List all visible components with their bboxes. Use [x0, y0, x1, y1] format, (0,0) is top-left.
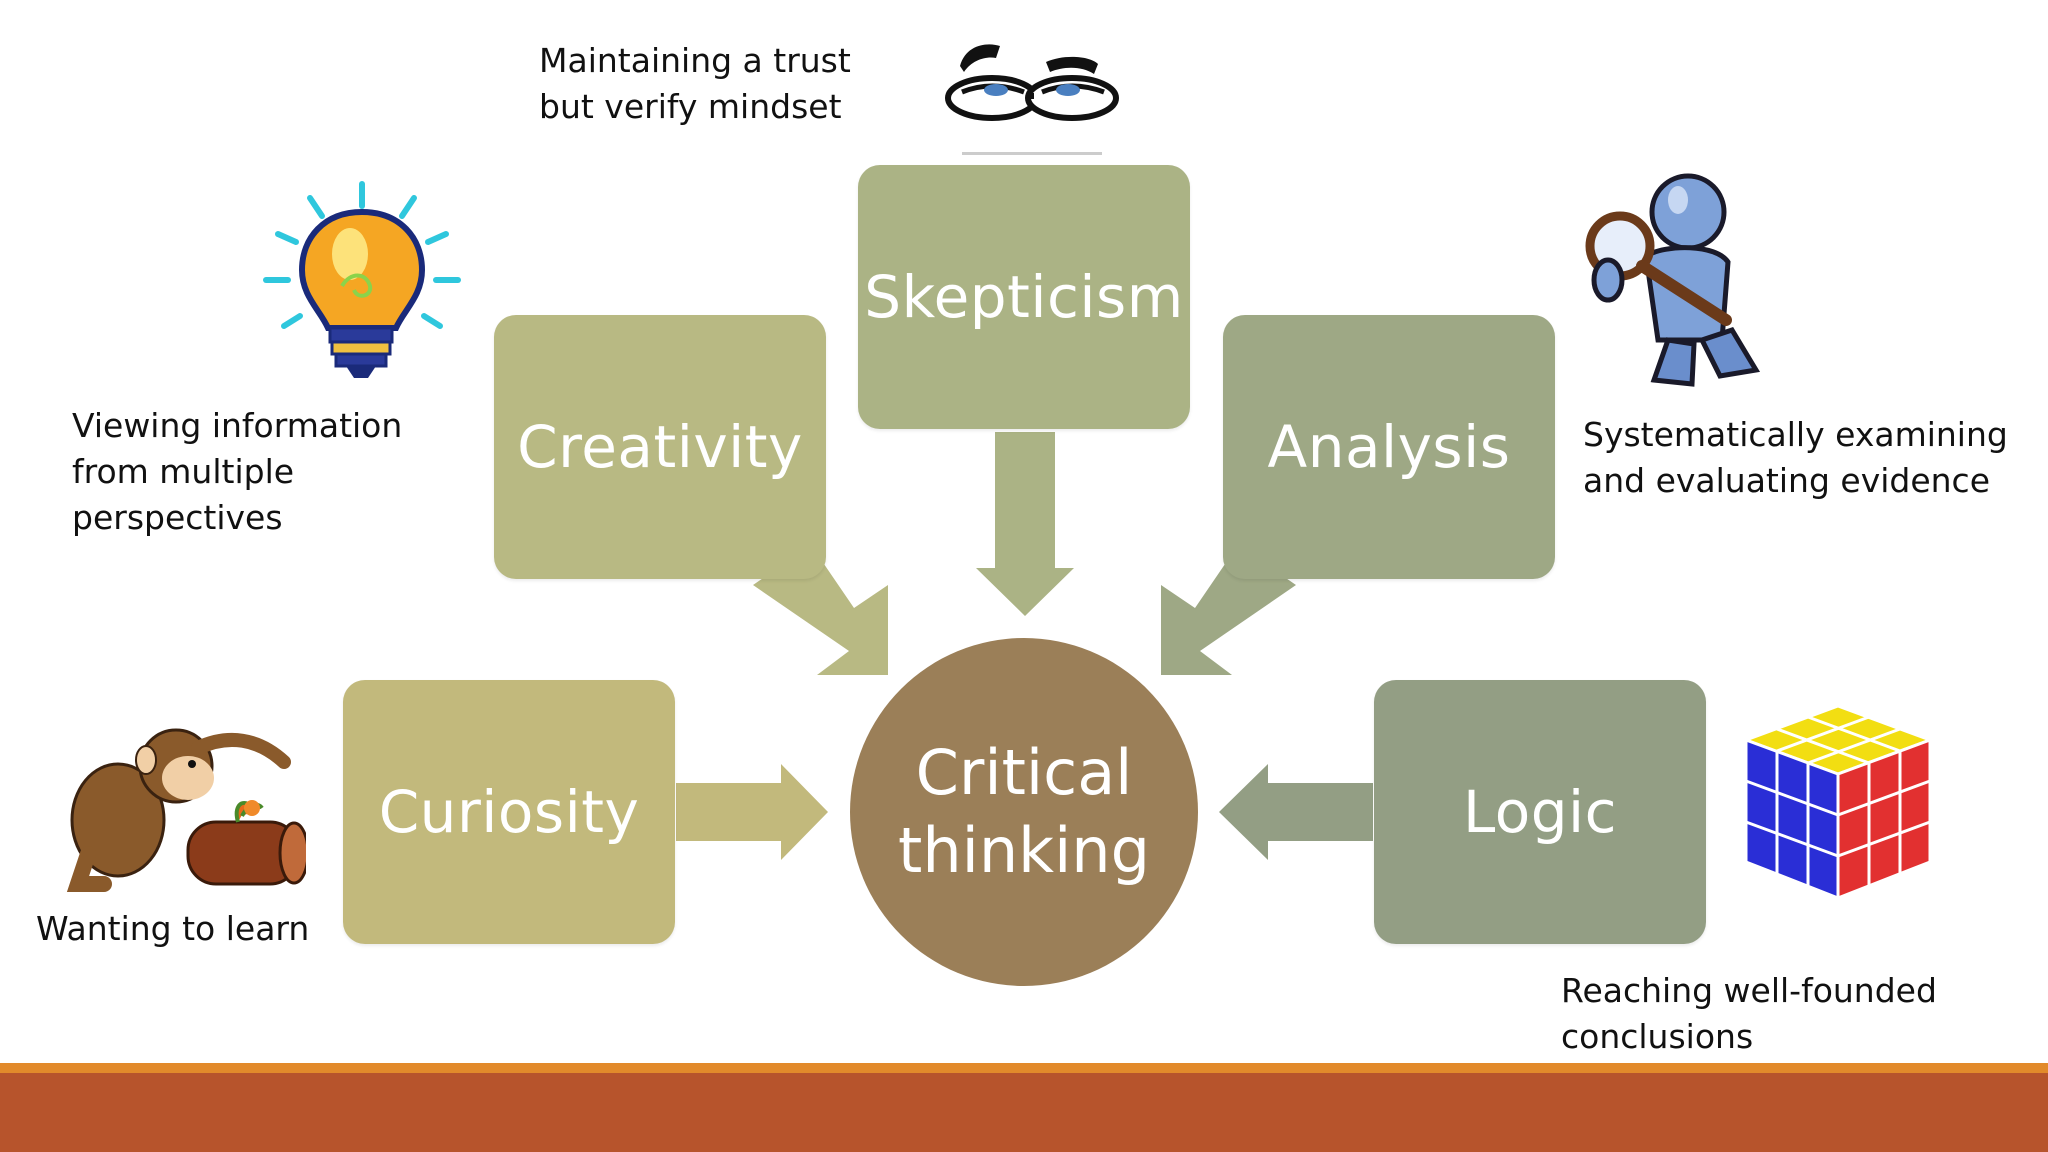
center-circle: Critical thinking: [850, 638, 1198, 986]
arrow-logic: [1219, 764, 1373, 860]
detective-magnifying-glass-icon: [1585, 173, 1761, 387]
box-curiosity: Curiosity: [343, 680, 675, 944]
caption-skepticism-line: but verify mindset: [539, 87, 842, 126]
caption-logic: Reaching well-founded conclusions: [1561, 968, 1937, 1060]
arrow-curiosity: [676, 764, 828, 860]
box-analysis: Analysis: [1223, 315, 1555, 579]
box-analysis-label: Analysis: [1267, 413, 1511, 481]
caption-analysis-line: Systematically examining: [1583, 415, 2008, 454]
box-skepticism-label: Skepticism: [864, 263, 1184, 331]
caption-creativity: Viewing information from multiple perspe…: [72, 403, 402, 541]
caption-creativity-line: perspectives: [72, 498, 283, 537]
center-label-line2: thinking: [898, 814, 1150, 887]
box-curiosity-label: Curiosity: [378, 778, 640, 846]
caption-creativity-line: from multiple: [72, 452, 295, 491]
caption-skepticism: Maintaining a trust but verify mindset: [539, 38, 851, 130]
caption-logic-line: Reaching well-founded: [1561, 971, 1937, 1010]
box-creativity-label: Creativity: [517, 413, 803, 481]
caption-analysis-line: and evaluating evidence: [1583, 461, 1991, 500]
footer-band: [0, 1073, 2048, 1152]
skeptical-eyes-glasses-icon: [945, 44, 1119, 155]
caption-creativity-line: Viewing information: [72, 406, 403, 445]
box-creativity: Creativity: [494, 315, 826, 579]
caption-skepticism-line: Maintaining a trust: [539, 41, 851, 80]
footer-accent-line: [0, 1063, 2048, 1073]
caption-curiosity-line: Wanting to learn: [36, 909, 310, 948]
caption-logic-line: conclusions: [1561, 1017, 1754, 1056]
light-bulb-icon: [263, 181, 461, 378]
monkey-examining-log-icon: [66, 728, 306, 892]
box-logic-label: Logic: [1462, 778, 1618, 846]
caption-curiosity: Wanting to learn: [36, 906, 309, 952]
arrow-skepticism: [976, 432, 1074, 616]
caption-analysis: Systematically examining and evaluating …: [1583, 412, 2008, 504]
box-logic: Logic: [1374, 680, 1706, 944]
rubiks-cube-icon: [1741, 704, 1935, 901]
box-skepticism: Skepticism: [858, 165, 1190, 429]
center-label-line1: Critical: [915, 736, 1133, 809]
